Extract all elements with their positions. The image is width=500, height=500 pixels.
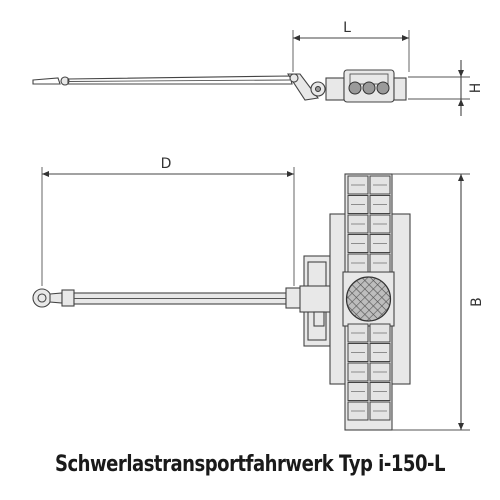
dimension-B-label: B [469, 297, 485, 307]
dimension-D-label: D [161, 156, 172, 172]
roller-2-side [362, 81, 376, 95]
rear-housing-side [393, 77, 407, 101]
top-view [32, 167, 470, 431]
side-view [32, 30, 470, 116]
product-title: Schwerlastransportfahrwerk Typ i-150-L [54, 452, 446, 477]
roller-1-side [348, 81, 362, 95]
drawbar-side [67, 75, 293, 85]
dimension-H-label: H [468, 83, 484, 94]
roller-cells [347, 175, 391, 421]
roller-3-side [376, 81, 390, 95]
drawbar-joint-side [60, 76, 70, 86]
turntable-grip-pad [345, 276, 392, 322]
drawbar-clevis-left [61, 289, 75, 307]
drawbar-eye-ring [32, 288, 52, 308]
front-housing-side [325, 77, 345, 101]
drawbar-eye-hole [37, 293, 47, 303]
drawbar-eye-side [32, 77, 61, 85]
dimension-L-label: L [343, 20, 351, 36]
